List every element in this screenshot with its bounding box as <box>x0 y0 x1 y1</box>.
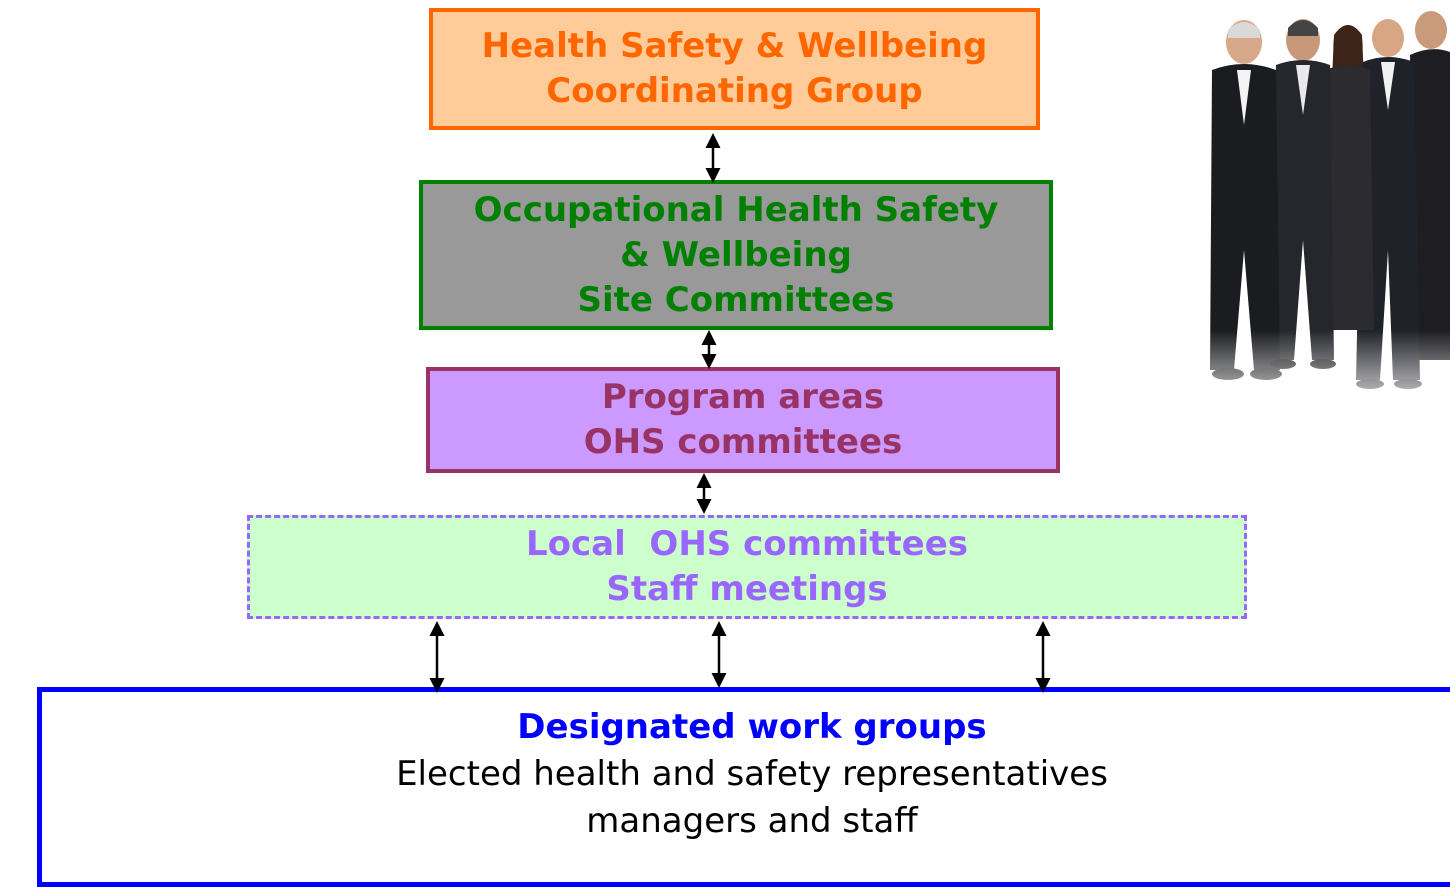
coordinating-group-line1: Health Safety & Wellbeing <box>481 26 988 66</box>
site-committees-line2: & Wellbeing <box>620 234 852 275</box>
work-groups-heading: Designated work groups <box>517 707 987 747</box>
local-committees-line1: Local OHS committees <box>525 524 969 564</box>
program-areas-line2: OHS committees <box>583 422 903 462</box>
program-areas-box: Program areas OHS committees <box>426 367 1060 473</box>
work-groups-line1: Elected health and safety representative… <box>396 754 1108 794</box>
coordinating-group-box: Health Safety & Wellbeing Coordinating G… <box>429 8 1040 130</box>
program-areas-line1: Program areas <box>601 377 885 417</box>
coordinating-group-line2: Coordinating Group <box>546 71 923 111</box>
work-groups-line2: managers and staff <box>586 801 918 841</box>
site-committees-box: Occupational Health Safety & Wellbeing S… <box>419 180 1053 330</box>
site-committees-line3: Site Committees <box>577 279 895 320</box>
local-committees-box: Local OHS committees Staff meetings <box>247 515 1247 619</box>
work-groups-box: Designated work groups Elected health an… <box>37 687 1450 887</box>
local-committees-line2: Staff meetings <box>606 569 888 609</box>
business-people-image <box>1188 11 1450 420</box>
site-committees-line1: Occupational Health Safety <box>473 189 999 230</box>
